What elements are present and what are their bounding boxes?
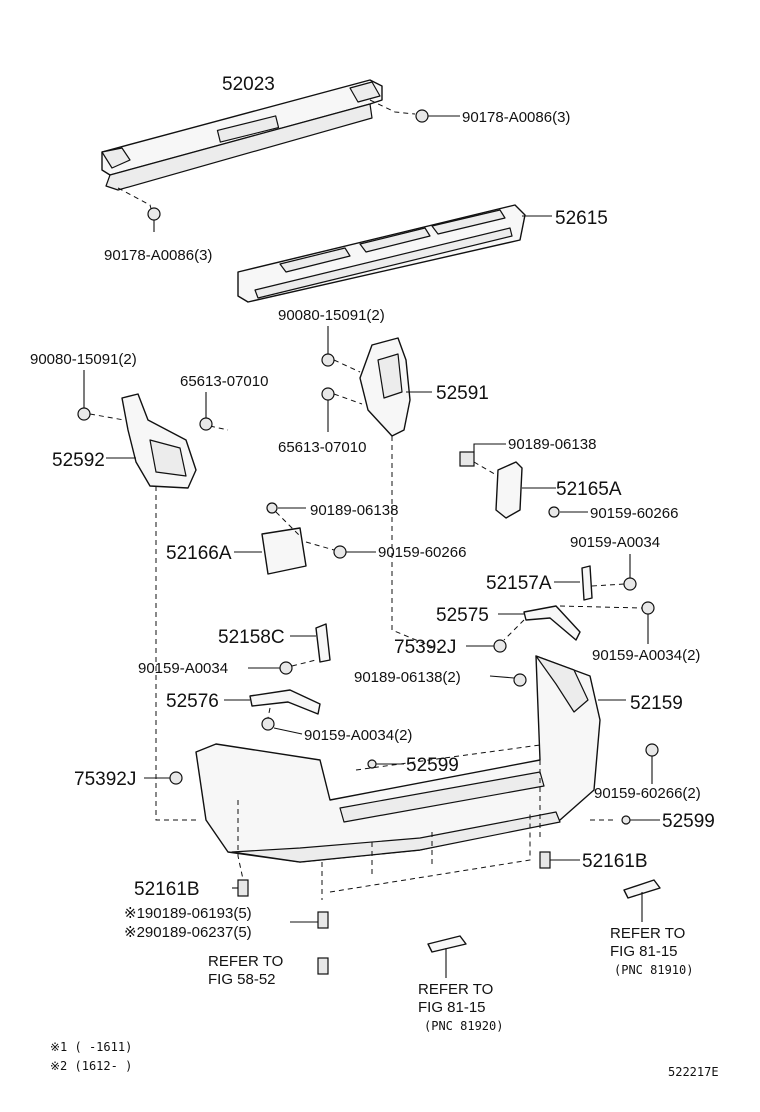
clip-icon [321,387,335,401]
label-52599-bottom: 52599 [662,811,715,832]
label-90189-06138-2: 90189-06138(2) [354,669,461,686]
reflector-right [623,879,661,899]
refer-pnc-81920: (PNC 81920) [424,1019,503,1033]
label-90189-06193: ※190189-06193(5) [124,905,252,922]
clip-icon [645,743,659,757]
label-90159-60266-center: 90159-60266 [378,544,466,561]
label-90080-15091-left: 90080-15091(2) [30,351,137,368]
clip-icon [317,911,329,929]
label-90189-06138-right: 90189-06138 [508,436,596,453]
label-52159: 52159 [630,693,683,714]
clip-icon [621,815,631,825]
clip-icon [77,407,91,421]
bracket-52591 [333,337,411,437]
label-52599-top: 52599 [406,755,459,776]
retainer-52157A [581,565,637,601]
label-90159-a0034-left: 90159-A0034 [138,660,228,677]
reinforcement-52023 [101,79,416,213]
label-90178-a0086-top: 90178-A0086(3) [462,109,570,126]
clip-icon [367,759,377,769]
clip-icon [317,957,329,975]
bracket-52166A [261,502,347,575]
label-65613-07010-top: 65613-07010 [180,373,268,390]
refer-fig-81-15-right-line1: REFER TO [610,925,685,942]
label-90080-15091-top: 90080-15091(2) [278,307,385,324]
label-52591: 52591 [436,383,489,404]
label-52157A: 52157A [486,573,552,594]
label-52166A: 52166A [166,543,232,564]
refer-fig-81-15-left-line2: FIG 81-15 [418,999,486,1016]
retainer-52575 [493,601,655,653]
label-75392J-mid: 75392J [394,637,456,658]
label-52165A: 52165A [556,479,622,500]
label-52158C: 52158C [218,627,285,648]
refer-fig-58-52-line1: REFER TO [208,953,283,970]
label-52161B-right: 52161B [582,851,648,872]
label-90159-60266-right: 90159-60266 [590,505,678,522]
label-90178-a0086-bottom: 90178-A0086(3) [104,247,212,264]
label-90189-06138-center: 90189-06138 [310,502,398,519]
refer-fig-58-52-line2: FIG 58-52 [208,971,276,988]
label-52576: 52576 [166,691,219,712]
label-52575: 52575 [436,605,489,626]
label-65613-07010-mid: 65613-07010 [278,439,366,456]
refer-pnc-81910: (PNC 81910) [614,963,693,977]
retainer-52158C [279,623,331,675]
clip-icon [539,851,551,869]
bracket-52165A [459,451,560,519]
reflector-left [427,935,467,953]
label-75392J-left: 75392J [74,769,136,790]
illustration-code: 522217E [668,1065,719,1079]
bumper-cover-52159 [155,436,616,900]
clip-icon [237,879,249,897]
label-90189-06237: ※290189-06237(5) [124,924,252,941]
clip-icon [169,771,183,785]
label-90159-a0034-2-right: 90159-A0034(2) [592,647,700,664]
footnote-1: ※1 ( -1611) [50,1040,132,1054]
label-52161B-left: 52161B [134,879,200,900]
clip-icon [199,417,213,431]
absorber-52615 [237,204,526,303]
refer-fig-81-15-left-line1: REFER TO [418,981,493,998]
clip-icon [321,353,335,367]
label-52615: 52615 [555,208,608,229]
footnote-2: ※2 (1612- ) [50,1059,132,1073]
label-90159-a0034-2-left: 90159-A0034(2) [304,727,412,744]
label-52023: 52023 [222,74,275,95]
label-90159-a0034-right: 90159-A0034 [570,534,660,551]
label-90159-60266-2: 90159-60266(2) [594,785,701,802]
bracket-52592 [89,393,229,489]
clip-icon [513,673,527,687]
label-52592: 52592 [52,450,105,471]
refer-fig-81-15-right-line2: FIG 81-15 [610,943,678,960]
retainer-52576 [249,689,321,731]
